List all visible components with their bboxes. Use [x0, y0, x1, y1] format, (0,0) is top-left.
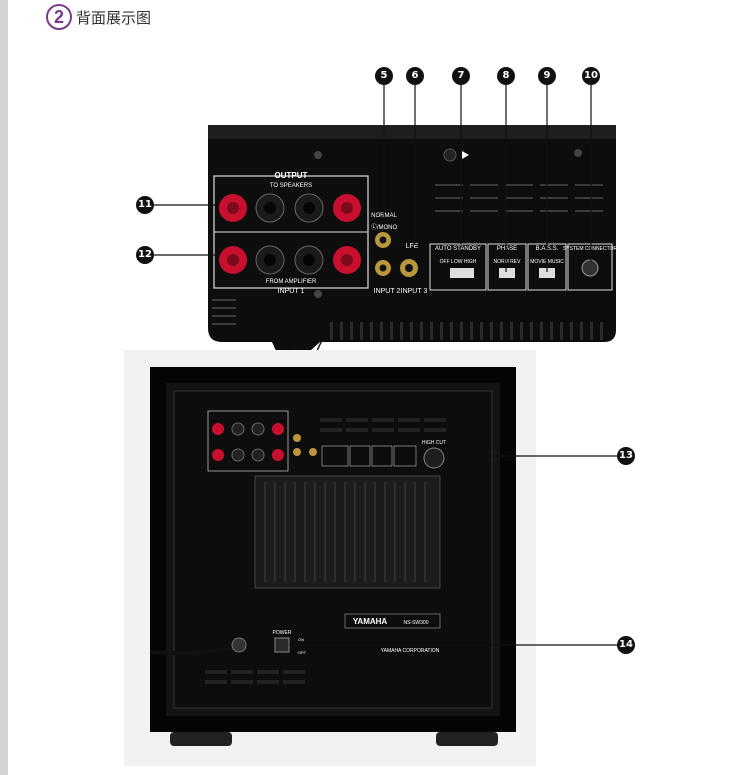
- callout-5: 5: [375, 67, 393, 85]
- auto-standby-switch[interactable]: [450, 268, 474, 278]
- auto-standby-label: AUTO STANDBY: [435, 246, 481, 252]
- subwoofer-rear: HIGH CUT YAMA: [124, 350, 536, 766]
- callout-11: 11: [136, 196, 154, 214]
- zoomed-panel: OUTPUT TO SPEAKERS FROM AMPLIFIER INPUT …: [208, 125, 617, 360]
- input3-label: INPUT 3: [401, 288, 428, 295]
- brand-label: YAMAHA: [353, 617, 388, 626]
- off-low-high-label: OFF LOW HIGH: [440, 259, 477, 265]
- section-number: 2: [46, 4, 72, 30]
- callout-lines: [154, 84, 618, 646]
- normal-label: NORMAL: [371, 213, 397, 219]
- input-terminals: [219, 245, 361, 275]
- power-off-label: OFF: [298, 650, 307, 655]
- callout-13: 13: [617, 447, 635, 465]
- bass-switch[interactable]: [539, 268, 555, 278]
- power-label: POWER: [273, 630, 292, 636]
- callout-6: 6: [406, 67, 424, 85]
- from-amplifier-label: FROM AMPLIFIER: [266, 279, 317, 285]
- output-label: OUTPUT: [275, 171, 308, 180]
- high-cut-label: HIGH CUT: [422, 440, 446, 446]
- power-on-label: ON: [298, 637, 304, 642]
- callout-8: 8: [497, 67, 515, 85]
- callout-10: 10: [582, 67, 600, 85]
- callout-7: 7: [452, 67, 470, 85]
- input2-label: INPUT 2: [374, 288, 401, 295]
- lfe-label: LFE: [406, 243, 419, 250]
- input1-label: INPUT 1: [278, 288, 305, 295]
- phase-label: PHASE: [497, 246, 517, 252]
- high-cut-knob[interactable]: [423, 447, 445, 469]
- callout-14: 14: [617, 636, 635, 654]
- callout-9: 9: [538, 67, 556, 85]
- power-switch[interactable]: [274, 637, 290, 653]
- corp-label: YAMAHA CORPORATION: [381, 648, 440, 654]
- phase-switch[interactable]: [499, 268, 515, 278]
- norm-rev-label: NORM REV: [494, 259, 522, 265]
- callout-12: 12: [136, 246, 154, 264]
- page-left-rule: [0, 0, 8, 775]
- section-title: 背面展示图: [76, 8, 152, 27]
- lmono-label: Ⓛ/MONO: [371, 223, 398, 231]
- section-heading: 2 背面展示图: [46, 4, 151, 30]
- output-terminals: [219, 193, 361, 223]
- to-speakers-label: TO SPEAKERS: [270, 183, 312, 189]
- system-connector-label: SYSTEM CONNECTOR: [563, 246, 617, 252]
- model-label: NS-SW300: [403, 620, 428, 626]
- system-connector-port: [581, 259, 599, 277]
